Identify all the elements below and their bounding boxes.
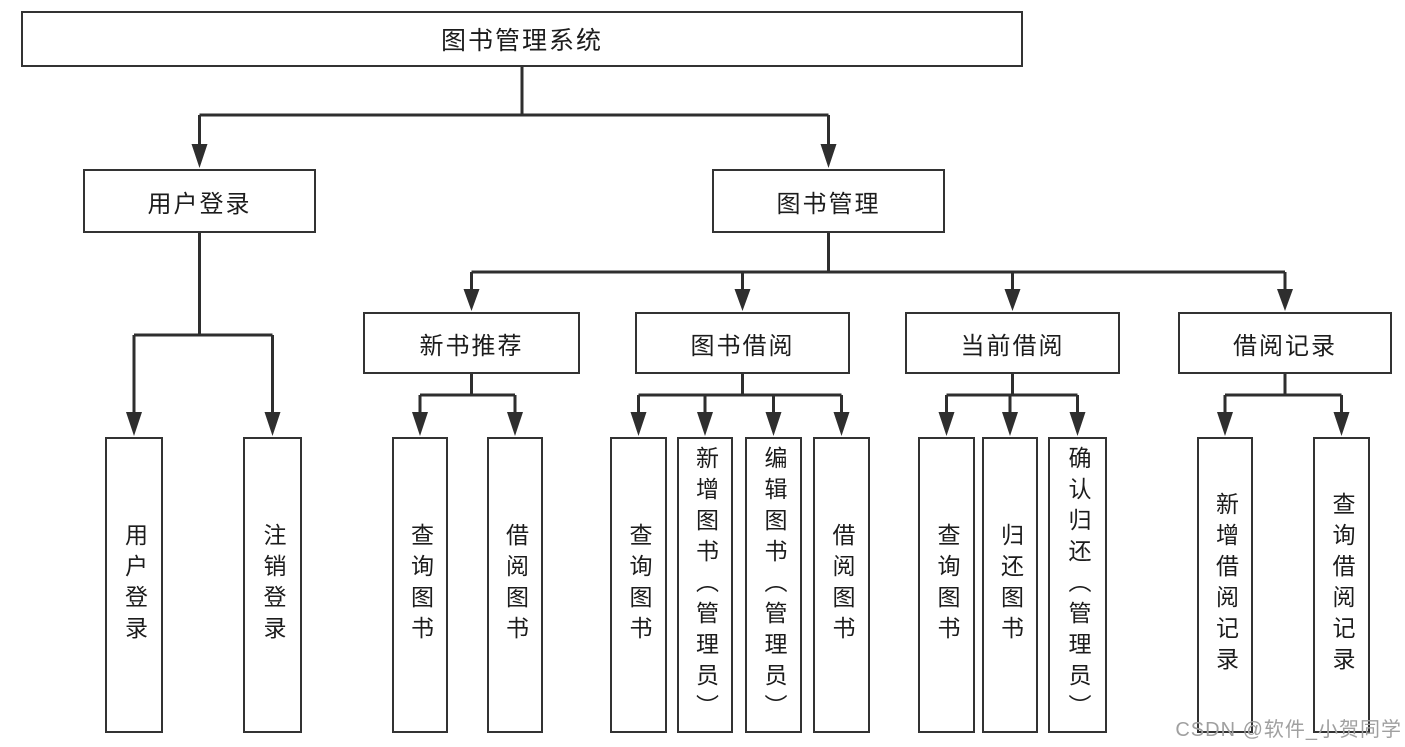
node-library-management-system: 图书管理系统 bbox=[21, 11, 1023, 67]
connector-current-borrow-to-leaves bbox=[938, 374, 1086, 436]
connector-borrow-records-to-leaves bbox=[1217, 374, 1350, 436]
leaf-add-borrow-record: 新增借阅记录 bbox=[1197, 437, 1253, 733]
node-current-borrow: 当前借阅 bbox=[905, 312, 1120, 374]
leaf-query-borrow-record: 查询借阅记录 bbox=[1313, 437, 1370, 733]
node-new-book-recommend: 新书推荐 bbox=[363, 312, 580, 374]
connector-root-to-level2 bbox=[191, 67, 837, 168]
arrow-down-icon bbox=[1004, 289, 1021, 311]
leaf-add-books-admin: 新增图书（管理员） bbox=[677, 437, 733, 733]
leaf-borrow-books-recommend: 借阅图书 bbox=[487, 437, 543, 733]
arrow-down-icon bbox=[412, 412, 428, 436]
connector-user-login-to-leaves bbox=[126, 233, 281, 436]
leaf-borrow-books: 借阅图书 bbox=[813, 437, 870, 733]
leaf-query-books-recommend: 查询图书 bbox=[392, 437, 448, 733]
leaf-user-login: 用户登录 bbox=[105, 437, 163, 733]
leaf-query-books-borrow: 查询图书 bbox=[610, 437, 667, 733]
arrow-down-icon bbox=[463, 289, 480, 311]
arrow-down-icon bbox=[938, 412, 955, 436]
arrow-down-icon bbox=[1333, 412, 1350, 436]
arrow-down-icon bbox=[820, 144, 837, 168]
arrow-down-icon bbox=[264, 412, 281, 436]
arrow-down-icon bbox=[507, 412, 523, 436]
leaf-confirm-return-admin: 确认归还（管理员） bbox=[1048, 437, 1107, 733]
arrow-down-icon bbox=[833, 412, 850, 436]
arrow-down-icon bbox=[1069, 412, 1086, 436]
arrow-down-icon bbox=[734, 289, 751, 311]
leaf-logout-login: 注销登录 bbox=[243, 437, 302, 733]
arrow-down-icon bbox=[1217, 412, 1233, 436]
arrow-down-icon bbox=[1002, 412, 1018, 436]
node-borrow-records: 借阅记录 bbox=[1178, 312, 1392, 374]
node-book-management: 图书管理 bbox=[712, 169, 945, 233]
connector-book-management-to-level3 bbox=[463, 233, 1293, 311]
connector-new-book-recommend-to-leaves bbox=[412, 374, 523, 436]
leaf-query-books-current: 查询图书 bbox=[918, 437, 975, 733]
leaf-edit-books-admin: 编辑图书（管理员） bbox=[745, 437, 802, 733]
connector-book-borrow-to-leaves bbox=[630, 374, 850, 436]
arrow-down-icon bbox=[191, 144, 208, 168]
arrow-down-icon bbox=[765, 412, 782, 436]
arrow-down-icon bbox=[697, 412, 713, 436]
arrow-down-icon bbox=[630, 412, 647, 436]
arrow-down-icon bbox=[1277, 289, 1293, 311]
arrow-down-icon bbox=[126, 412, 142, 436]
leaf-return-books: 归还图书 bbox=[982, 437, 1038, 733]
node-book-borrow: 图书借阅 bbox=[635, 312, 850, 374]
csdn-watermark: CSDN @软件_小贺同学 bbox=[1175, 719, 1402, 741]
node-user-login: 用户登录 bbox=[83, 169, 316, 233]
